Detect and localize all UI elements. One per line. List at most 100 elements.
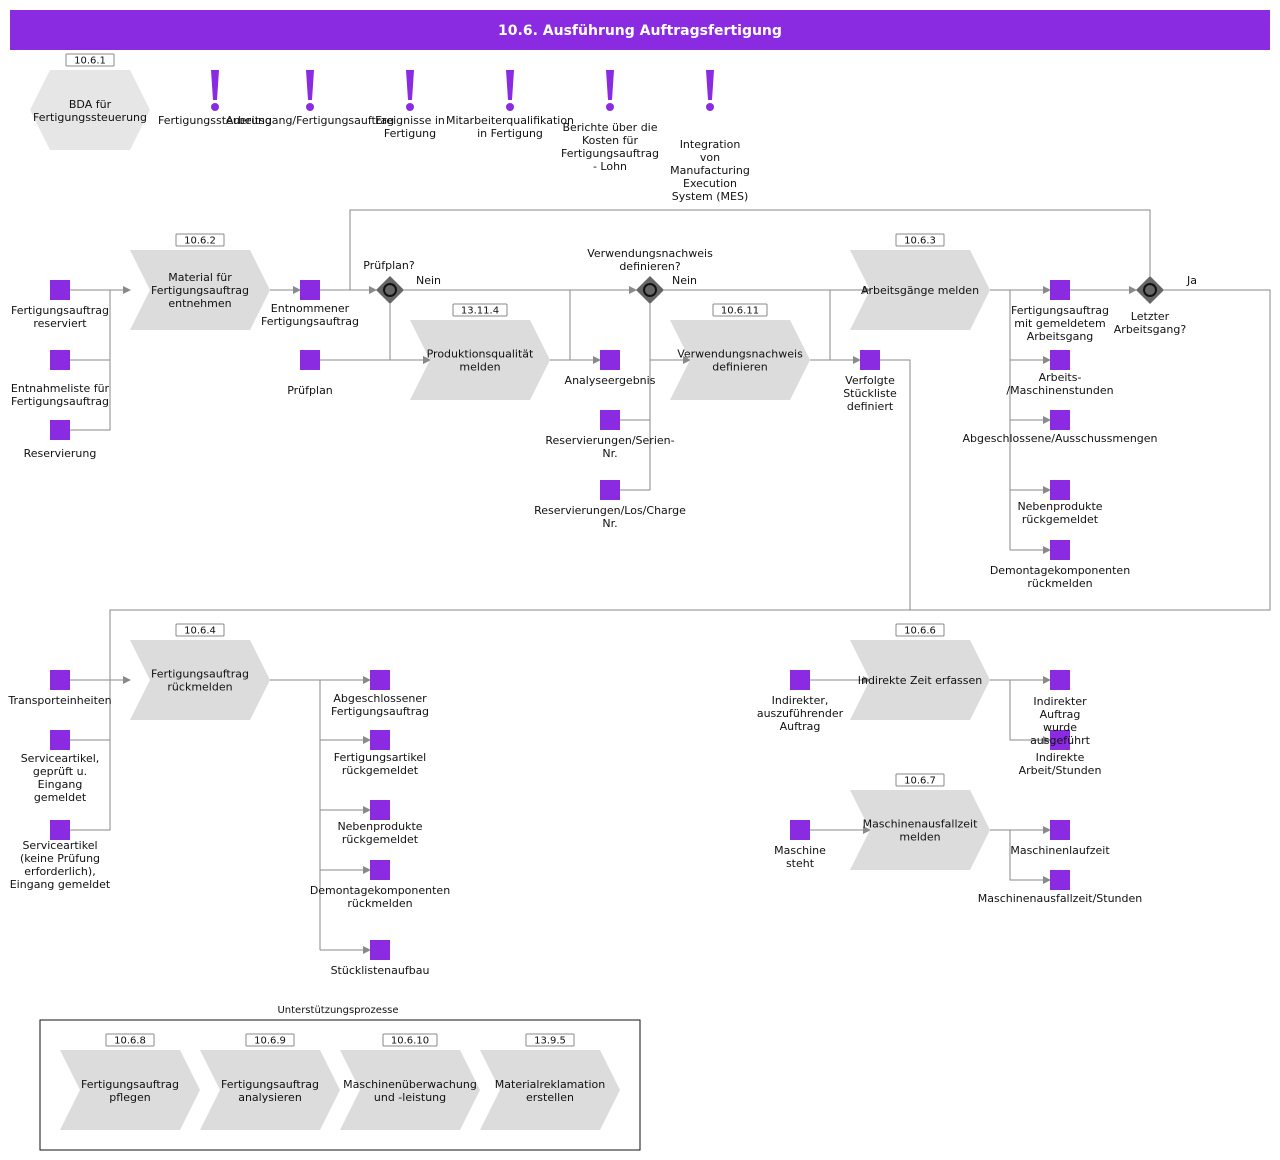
gateway-pruefplan-branch-label: Nein [416, 274, 441, 287]
process-produktionsqualitaet-melden-id: 13.11.4 [461, 306, 499, 317]
process-fertigungsauftrag-rueckmelden[interactable] [130, 640, 270, 720]
object-stuecklistenaufbau-label: Stücklistenaufbau [331, 964, 430, 977]
object-serviceartikel-keine-pruefung[interactable] [50, 820, 70, 840]
connector [620, 420, 651, 491]
gateway-verwendungsnachweis-branch-label: Nein [672, 274, 697, 287]
connector [1009, 680, 1051, 744]
support-process-10-6-10-id-badge [382, 1033, 438, 1047]
object-abgeschlossene-ausschussmengen-label: Abgeschlossene/Ausschussmengen [962, 432, 1157, 445]
page-header [10, 10, 1270, 50]
gateway-pruefplan[interactable] [376, 276, 404, 304]
process-indirekte-zeit-erfassen-id: 10.6.6 [904, 626, 936, 637]
connector-ja [109, 289, 1271, 684]
process-arbeitsgaenge-melden-label: Arbeitsgänge melden [861, 284, 979, 297]
connector [70, 360, 111, 431]
object-demontagekomponenten[interactable] [1050, 540, 1070, 560]
gateway-pruefplan-marker [383, 283, 397, 297]
support-process-10-6-10-id: 10.6.10 [391, 1036, 429, 1047]
object-analyseergebnis[interactable] [600, 350, 620, 370]
alert-icon [506, 70, 514, 100]
object-analyseergebnis-label: Analyseergebnis [565, 374, 656, 387]
support-process-13-9-5-id: 13.9.5 [534, 1036, 566, 1047]
object-arbeits-maschinenstunden[interactable] [1050, 350, 1070, 370]
object-nebenprodukte-rueckgemeldet[interactable] [1050, 480, 1070, 500]
process-material-entnehmen[interactable] [130, 250, 270, 330]
object-verfolgte-stueckliste[interactable] [860, 350, 880, 370]
object-demontagekomponenten-2[interactable] [370, 860, 390, 880]
object-serviceartikel-geprueft[interactable] [50, 730, 70, 750]
object-abgeschlossene-ausschussmengen[interactable] [1050, 410, 1070, 430]
alert-icon [706, 70, 714, 100]
object-transporteinheiten[interactable] [50, 670, 70, 690]
gateway-letzter-arbeitsgang[interactable] [1136, 276, 1164, 304]
support-process-13-9-5[interactable] [480, 1050, 620, 1130]
object-fertigungsauftrag-arbeitsgang[interactable] [1050, 280, 1070, 300]
process-verwendungsnachweis-definieren[interactable] [670, 320, 810, 400]
object-pruefplan-label: Prüfplan [287, 384, 333, 397]
process-indirekte-zeit-erfassen-label: Indirekte Zeit erfassen [858, 674, 983, 687]
process-produktionsqualitaet-melden[interactable] [410, 320, 550, 400]
object-nebenprodukte-rueckgemeldet-2[interactable] [370, 800, 390, 820]
object-indirekter-auszufuehrender-auftrag[interactable] [790, 670, 810, 690]
object-maschine-steht[interactable] [790, 820, 810, 840]
support-processes-title: Unterstützungsprozesse [277, 1005, 398, 1016]
object-entnahmeliste[interactable] [50, 350, 70, 370]
connector [70, 680, 111, 741]
trigger-bda-hexagon[interactable] [30, 70, 150, 150]
object-entnommener-fertigungsauftrag[interactable] [300, 280, 320, 300]
object-fertigungsartikel-rueckgemeldet[interactable] [370, 730, 390, 750]
object-stuecklistenaufbau[interactable] [370, 940, 390, 960]
object-reservierung[interactable] [50, 420, 70, 440]
support-process-10-6-8-id-badge [105, 1033, 155, 1047]
object-fertigungsauftrag-reserviert[interactable] [50, 280, 70, 300]
support-process-10-6-8[interactable] [60, 1050, 200, 1130]
gateway-verwendungsnachweis[interactable] [636, 276, 664, 304]
process-arbeitsgaenge-melden-id: 10.6.3 [904, 236, 936, 247]
object-arbeits-maschinenstunden-label: Arbeits-/Maschinenstunden [1006, 371, 1113, 397]
object-indirekte-arbeit-stunden[interactable] [1050, 730, 1070, 750]
process-arbeitsgaenge-melden-id-badge [895, 233, 945, 247]
gateway-verwendungsnachweis-marker [643, 283, 657, 297]
support-process-10-6-9-id-badge [245, 1033, 295, 1047]
process-fertigungsauftrag-rueckmelden-id-badge [175, 623, 225, 637]
alert-icon-dot [306, 103, 314, 111]
process-produktionsqualitaet-melden-id-badge [452, 303, 508, 317]
alert-icon [306, 70, 314, 100]
alert-icon-dot [606, 103, 614, 111]
alert-icon-dot [211, 103, 219, 111]
object-indirekter-auftrag-ausgefuehrt[interactable] [1050, 670, 1070, 690]
support-process-10-6-10[interactable] [340, 1050, 480, 1130]
object-pruefplan[interactable] [300, 350, 320, 370]
object-maschinenausfallzeit-stunden[interactable] [1050, 870, 1070, 890]
alert-icon [606, 70, 614, 100]
object-maschinenlaufzeit[interactable] [1050, 820, 1070, 840]
process-maschinenausfallzeit-melden-id: 10.6.7 [904, 776, 936, 787]
object-reservierungen-los[interactable] [600, 480, 620, 500]
process-verwendungsnachweis-definieren-id-badge [712, 303, 768, 317]
support-process-10-6-9[interactable] [200, 1050, 340, 1130]
object-reservierungen-serien[interactable] [600, 410, 620, 430]
object-abgeschlossener-fertigungsauftrag[interactable] [370, 670, 390, 690]
alert-icon [211, 70, 219, 100]
process-indirekte-zeit-erfassen[interactable] [850, 640, 990, 720]
alert-icon-dot [406, 103, 414, 111]
process-arbeitsgaenge-melden[interactable] [850, 250, 990, 330]
process-maschinenausfallzeit-melden[interactable] [850, 790, 990, 870]
